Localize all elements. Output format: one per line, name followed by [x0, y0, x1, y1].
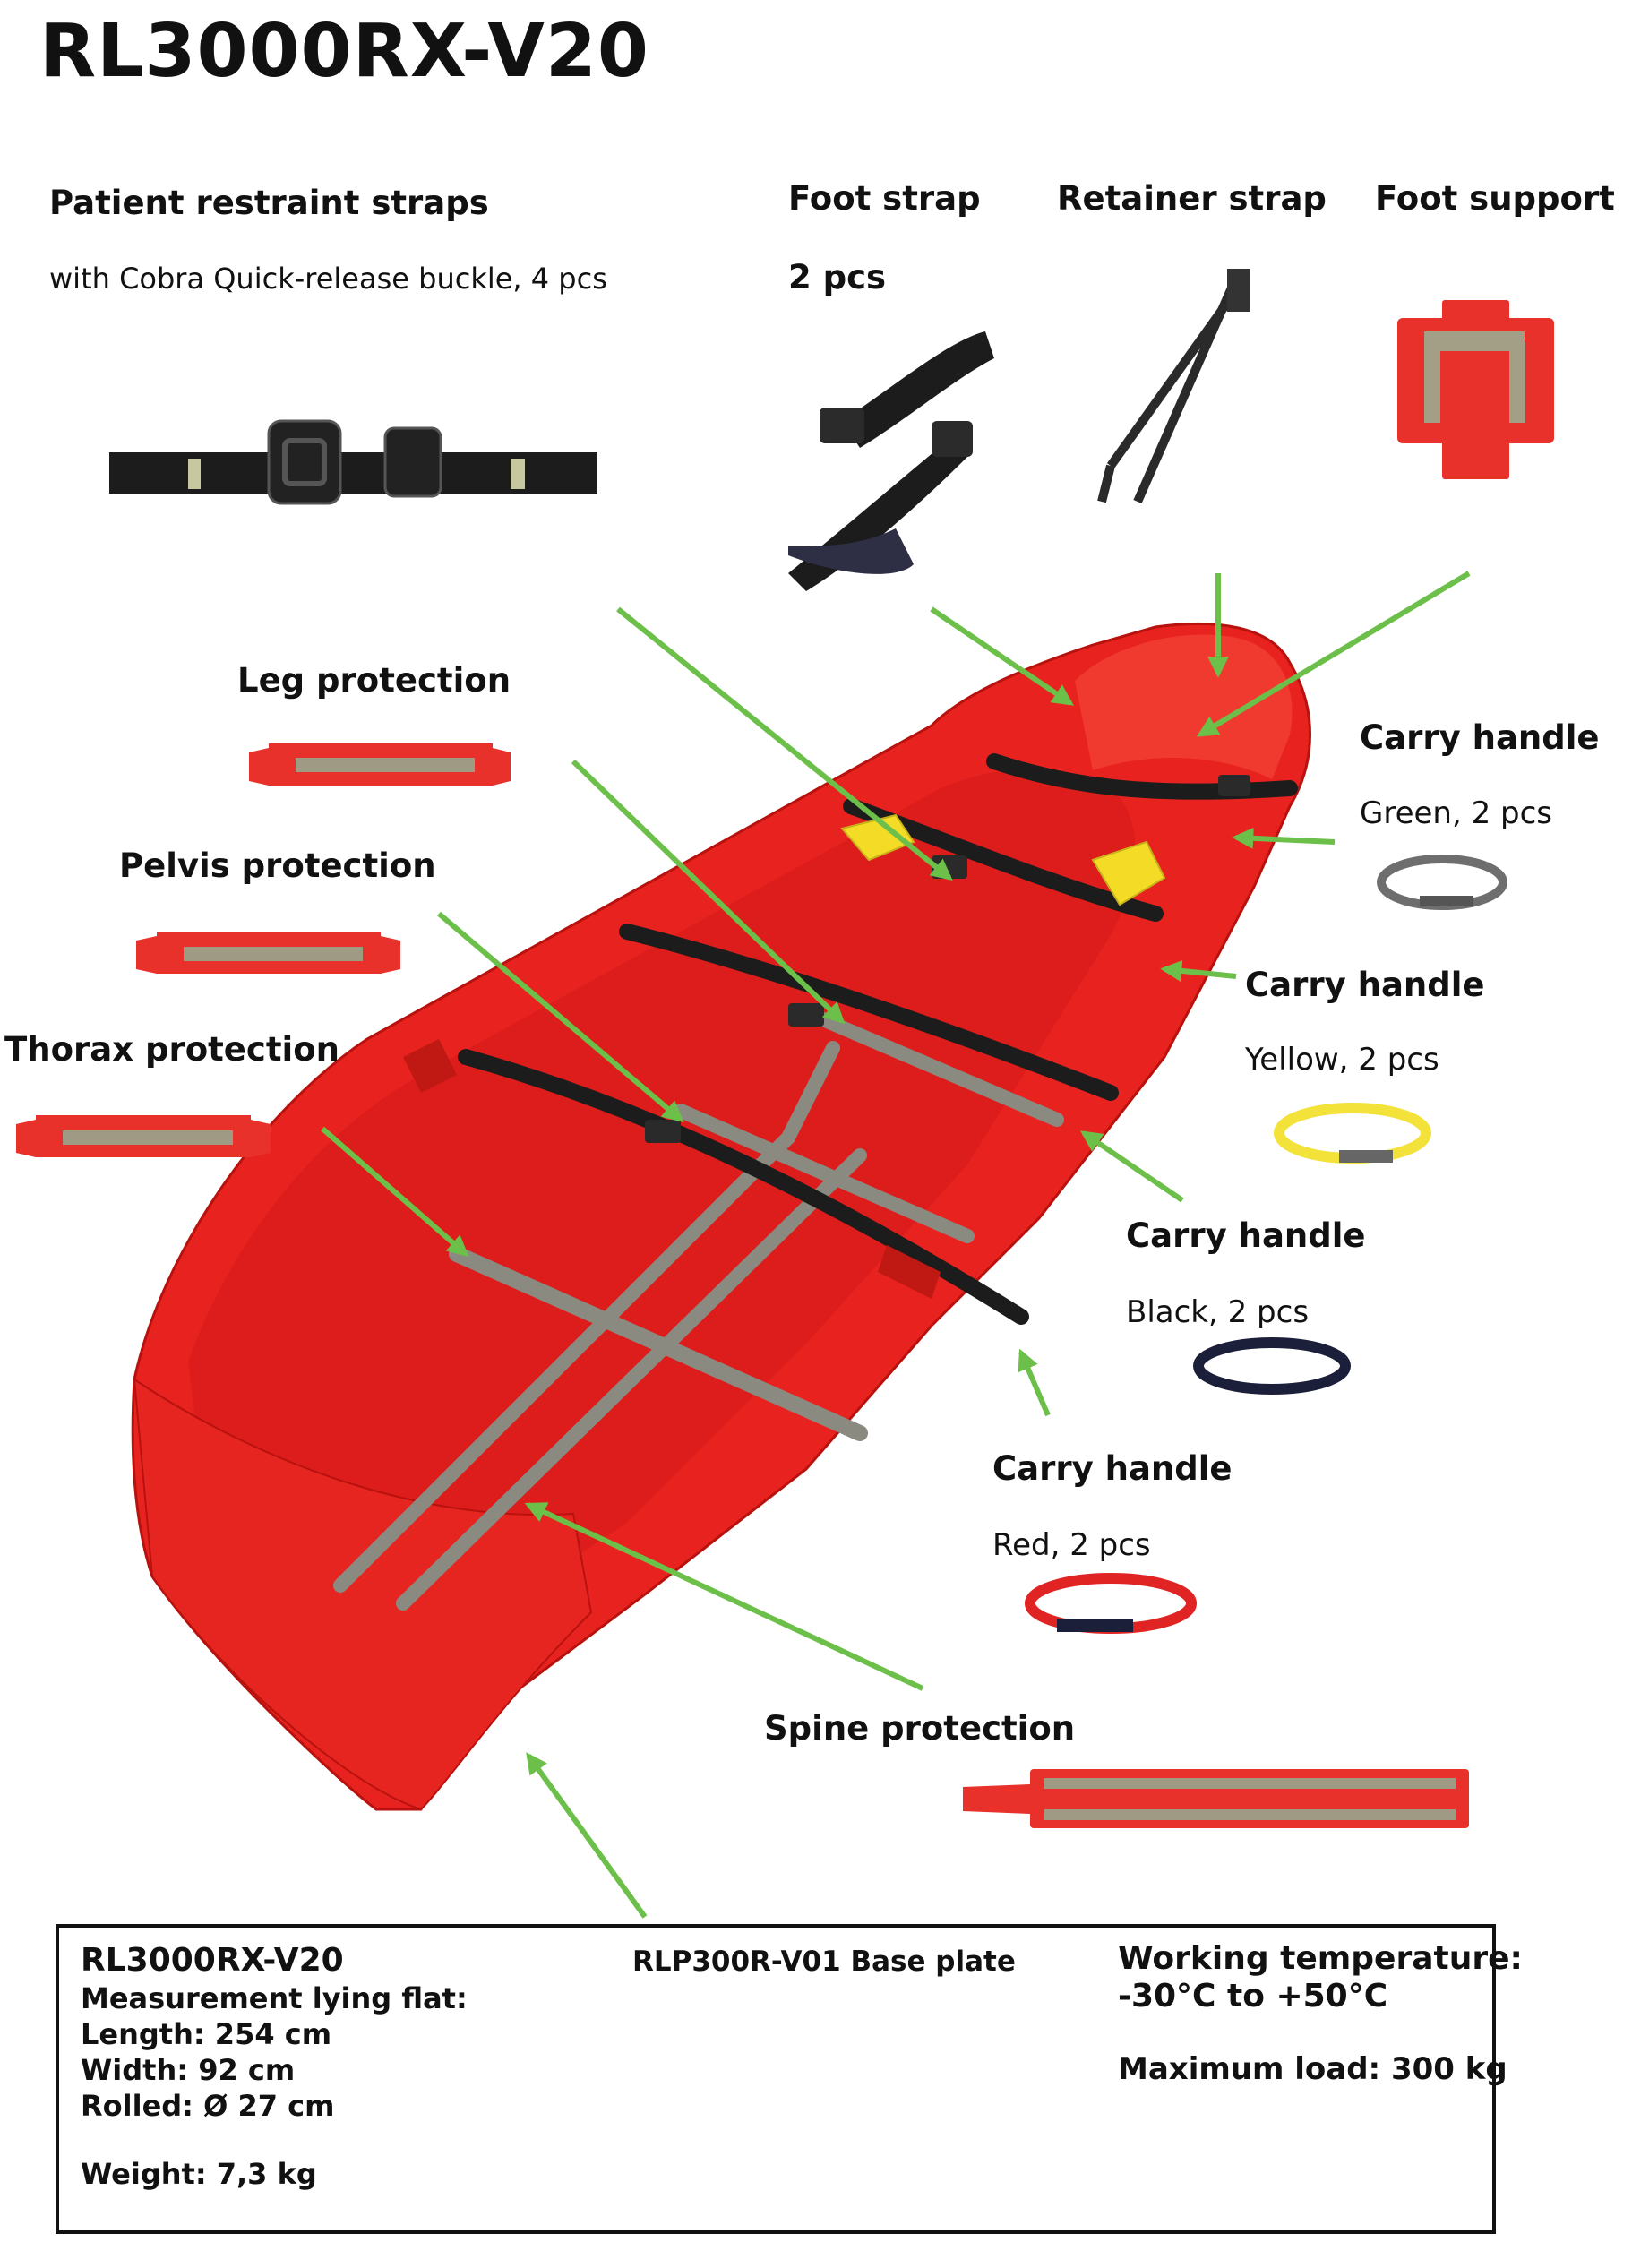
restraint-strap-icon — [109, 419, 597, 505]
foot-support-label: Foot support — [1375, 179, 1615, 218]
red-carry-handle-icon — [1025, 1573, 1197, 1634]
pointer-arrows — [321, 571, 1471, 1919]
carry-handle-black-label: Carry handle — [1126, 1216, 1366, 1255]
pelvis-protection-label: Pelvis protection — [119, 846, 436, 885]
carry-handle-yellow-label: Carry handle — [1245, 966, 1485, 1004]
foot-strap-label: Foot strap — [788, 179, 981, 218]
spec-temp-title: Working temperature: — [1118, 1940, 1523, 1977]
spec-rolled: Rolled: Ø 27 cm — [81, 2089, 335, 2123]
spec-max-load: Maximum load: 300 kg — [1118, 2051, 1507, 2087]
spec-length: Length: 254 cm — [81, 2017, 332, 2051]
thorax-protection-label: Thorax protection — [4, 1030, 339, 1069]
spec-weight: Weight: 7,3 kg — [81, 2157, 317, 2191]
spec-measure-title: Measurement lying flat: — [81, 1981, 468, 2015]
foot-strap-icon — [788, 331, 994, 591]
leg-protection-icon — [249, 743, 511, 786]
page-title: RL3000RX-V20 — [39, 9, 649, 94]
spine-protection-icon — [963, 1769, 1469, 1828]
restraint-sub: with Cobra Quick-release buckle, 4 pcs — [49, 262, 607, 296]
foot-strap-sub: 2 pcs — [788, 258, 887, 296]
leg-protection-label: Leg protection — [237, 661, 511, 700]
retainer-strap-icon — [1097, 269, 1250, 504]
pelvis-leg-plates — [674, 1005, 1064, 1243]
yellow-handles-mounted — [840, 813, 1166, 906]
carry-handle-green-label: Carry handle — [1360, 718, 1600, 757]
spec-base-plate: RLP300R-V01 Base plate — [632, 1946, 1016, 1978]
spine-rails — [333, 1041, 867, 1611]
red-handles-mounted — [403, 1039, 941, 1299]
carry-handle-red-sub: Red, 2 pcs — [992, 1527, 1151, 1563]
carry-handle-red-label: Carry handle — [992, 1449, 1233, 1488]
spec-box: RL3000RX-V20 Measurement lying flat: Len… — [56, 1924, 1523, 2234]
carry-handle-green-sub: Green, 2 pcs — [1360, 795, 1553, 831]
spine-protection-label: Spine protection — [764, 1709, 1076, 1748]
spec-model: RL3000RX-V20 — [81, 1942, 344, 1979]
black-carry-handle-icon — [1193, 1337, 1351, 1395]
spec-width: Width: 92 cm — [81, 2053, 296, 2087]
carry-handle-yellow-sub: Yellow, 2 pcs — [1245, 1042, 1439, 1078]
stretcher-body — [131, 622, 1311, 1811]
green-carry-handle-icon — [1377, 855, 1507, 910]
spec-temp-range: -30°C to +50°C — [1118, 1978, 1388, 2015]
foot-support-icon — [1397, 300, 1554, 479]
thorax-protection-icon — [16, 1115, 271, 1157]
retainer-strap-label: Retainer strap — [1057, 179, 1327, 218]
carry-handle-black-sub: Black, 2 pcs — [1126, 1294, 1310, 1330]
thorax-plate — [449, 1246, 868, 1441]
restraint-label: Patient restraint straps — [49, 184, 489, 222]
pelvis-protection-icon — [136, 932, 400, 974]
yellow-carry-handle-icon — [1274, 1103, 1431, 1164]
